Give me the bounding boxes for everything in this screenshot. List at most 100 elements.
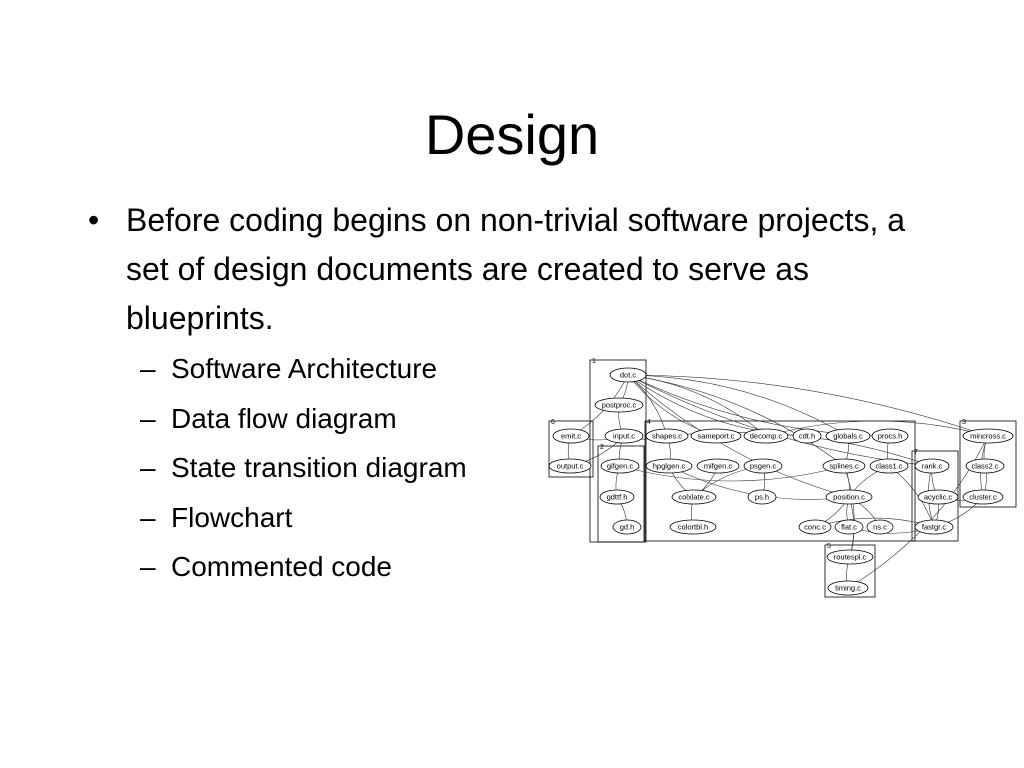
- graph-node-output-c: [548, 458, 592, 474]
- cluster-label: 6: [551, 419, 555, 426]
- graph-node-timing-c: [827, 580, 869, 596]
- graph-node-label: postproc.c: [602, 401, 637, 410]
- graph-node-splines-c: [822, 458, 866, 474]
- graph-node-psgen-c: [743, 458, 783, 474]
- sub-bullet-marker: –: [140, 452, 156, 483]
- graph-node-rank-c: [914, 458, 950, 474]
- graph-node-label: class1.c: [875, 462, 902, 471]
- graph-node-ns-c: [866, 519, 894, 535]
- graph-node-label: mifgen.c: [704, 462, 733, 471]
- graph-node-flat-c: [834, 519, 864, 535]
- cluster-label: 7: [914, 449, 918, 456]
- sub-bullet-item: –Commented code: [140, 542, 467, 592]
- cluster-box: [959, 420, 1017, 508]
- graph-node-label: conc.c: [804, 523, 826, 532]
- graph-node-acyclic-c: [917, 489, 959, 505]
- sub-bullet-list: –Software Architecture –Data flow diagra…: [140, 344, 467, 592]
- graph-node-label: position.c: [833, 493, 865, 502]
- sub-bullet-marker: –: [140, 551, 156, 582]
- graph-node-label: colxlate.c: [678, 493, 710, 502]
- graph-node-globals-c: [825, 428, 871, 444]
- graph-node-label: dot.c: [620, 371, 637, 380]
- graph-node-label: emit.c: [561, 432, 581, 441]
- main-bullet: • Before coding begins on non-trivial so…: [88, 196, 918, 343]
- graph-node-postproc-c: [594, 397, 644, 413]
- graph-edge: [619, 465, 845, 482]
- graph-node-label: flat.c: [841, 523, 857, 532]
- cluster-label: 2: [600, 444, 604, 451]
- sub-bullet-marker: –: [140, 501, 156, 533]
- graph-node-mincross-c: [962, 428, 1014, 444]
- main-bullet-text: Before coding begins on non-trivial soft…: [126, 202, 906, 336]
- cluster-box: [597, 445, 645, 543]
- graph-node-sameport-c: [690, 428, 742, 444]
- graph-edge: [627, 374, 767, 437]
- graph-node-label: gd.h: [620, 523, 635, 532]
- graph-node-label: routespl.c: [834, 553, 867, 562]
- cluster-box: [548, 420, 594, 478]
- graph-node-label: cluster.c: [969, 493, 997, 502]
- graph-node-label: class2.c: [971, 462, 998, 471]
- cluster-label: 1: [592, 358, 596, 365]
- graph-node-label: splines.c: [829, 462, 858, 471]
- graph-node-label: input.c: [613, 432, 635, 441]
- graph-node-label: colortbl.h: [678, 523, 708, 532]
- graph-edge: [627, 374, 891, 437]
- graph-node-decomp-c: [743, 428, 789, 444]
- graph-node-ps-h: [747, 489, 777, 505]
- graph-node-label: acyclic.c: [924, 493, 953, 502]
- graph-edge: [627, 374, 989, 437]
- graph-node-label: globals.c: [833, 432, 863, 441]
- sub-bullet-text: Software Architecture: [171, 353, 438, 384]
- graph-node-dot-c: [609, 367, 647, 383]
- graph-node-label: rank.c: [922, 462, 943, 471]
- cluster-box: [644, 420, 916, 542]
- graph-node-fastgr-c: [914, 519, 954, 535]
- cluster-label: 5: [827, 543, 831, 550]
- graph-node-class1-c: [869, 458, 909, 474]
- graph-node-class2-c: [965, 458, 1005, 474]
- cluster-box: [824, 544, 876, 598]
- graph-node-shapes-c: [645, 428, 689, 444]
- graph-node-gdttf-h: [599, 489, 635, 505]
- dependency-graph: 1 2 3 4 5 6 7 dot.c postproc.c input.c emit.c outp…: [548, 358, 1017, 598]
- graph-edge: [765, 420, 989, 437]
- sub-bullet-item: –Data flow diagram: [140, 394, 467, 444]
- sub-bullet-text: Flowchart: [171, 501, 293, 533]
- graph-node-label: cdt.h: [799, 432, 815, 441]
- graph-node-hpglgen-c: [645, 458, 693, 474]
- graph-node-label: decomp.c: [750, 432, 783, 441]
- sub-bullet-item: –State transition diagram: [140, 443, 467, 493]
- graph-node-input-c: [604, 428, 644, 444]
- graph-node-gifgen-c: [600, 458, 640, 474]
- graph-node-procs-h: [871, 428, 909, 444]
- graph-node-label: ns.c: [873, 523, 887, 532]
- cluster-label: 3: [962, 419, 966, 426]
- graph-edge: [627, 374, 808, 437]
- bullet-marker: •: [88, 202, 100, 238]
- cluster-label: 4: [647, 419, 651, 426]
- sub-bullet-item: –Software Architecture: [140, 344, 467, 394]
- graph-node-label: gifgen.c: [607, 462, 634, 471]
- graph-node-label: hpglgen.c: [653, 462, 686, 471]
- graph-edge: [843, 465, 855, 558]
- graph-node-gd-h: [612, 519, 642, 535]
- graph-node-label: gdttf.h: [607, 493, 628, 502]
- graph-node-position-c: [825, 489, 873, 505]
- graph-node-label: fastgr.c: [922, 523, 946, 532]
- graph-node-colxlate-c: [671, 489, 717, 505]
- graph-node-routespl-c: [826, 549, 874, 565]
- graph-node-label: shapes.c: [652, 432, 682, 441]
- graph-node-mifgen-c: [696, 458, 740, 474]
- graph-node-colortbl-h: [669, 519, 717, 535]
- graph-node-label: procs.h: [878, 432, 903, 441]
- sub-bullet-marker: –: [140, 402, 156, 434]
- sub-bullet-text: State transition diagram: [171, 452, 467, 483]
- graph-node-label: timing.c: [835, 584, 861, 593]
- graph-node-label: output.c: [557, 462, 584, 471]
- cluster-box: [589, 359, 647, 543]
- graph-node-label: ps.h: [755, 493, 769, 502]
- graph-edge: [627, 374, 849, 437]
- slide-title: Design: [424, 103, 600, 166]
- graph-node-emit-c: [552, 428, 590, 444]
